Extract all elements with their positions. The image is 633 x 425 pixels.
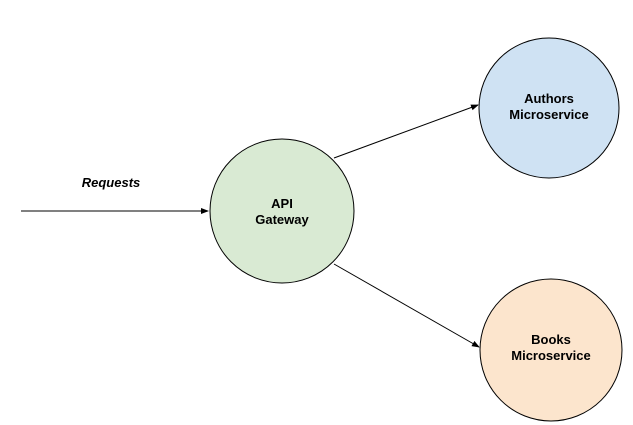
books-label-line1: Books	[531, 332, 571, 347]
authors-label-line1: Authors	[524, 91, 574, 106]
api-gateway-label-line2: Gateway	[255, 212, 309, 227]
authors-label-line2: Microservice	[509, 107, 589, 122]
books-label-line2: Microservice	[511, 348, 591, 363]
api-gateway-circle	[209, 138, 355, 284]
requests-label: Requests	[82, 175, 141, 190]
authors-microservice-circle	[478, 37, 620, 179]
books-microservice-circle	[479, 278, 623, 422]
gateway-to-authors-arrow	[333, 104, 479, 159]
gateway-to-books-arrow	[333, 263, 480, 348]
authors-microservice-node[interactable]: Authors Microservice	[478, 37, 620, 179]
books-microservice-node[interactable]: Books Microservice	[479, 278, 623, 422]
api-gateway-node[interactable]: API Gateway	[209, 138, 355, 284]
api-gateway-label-line1: API	[271, 196, 293, 211]
